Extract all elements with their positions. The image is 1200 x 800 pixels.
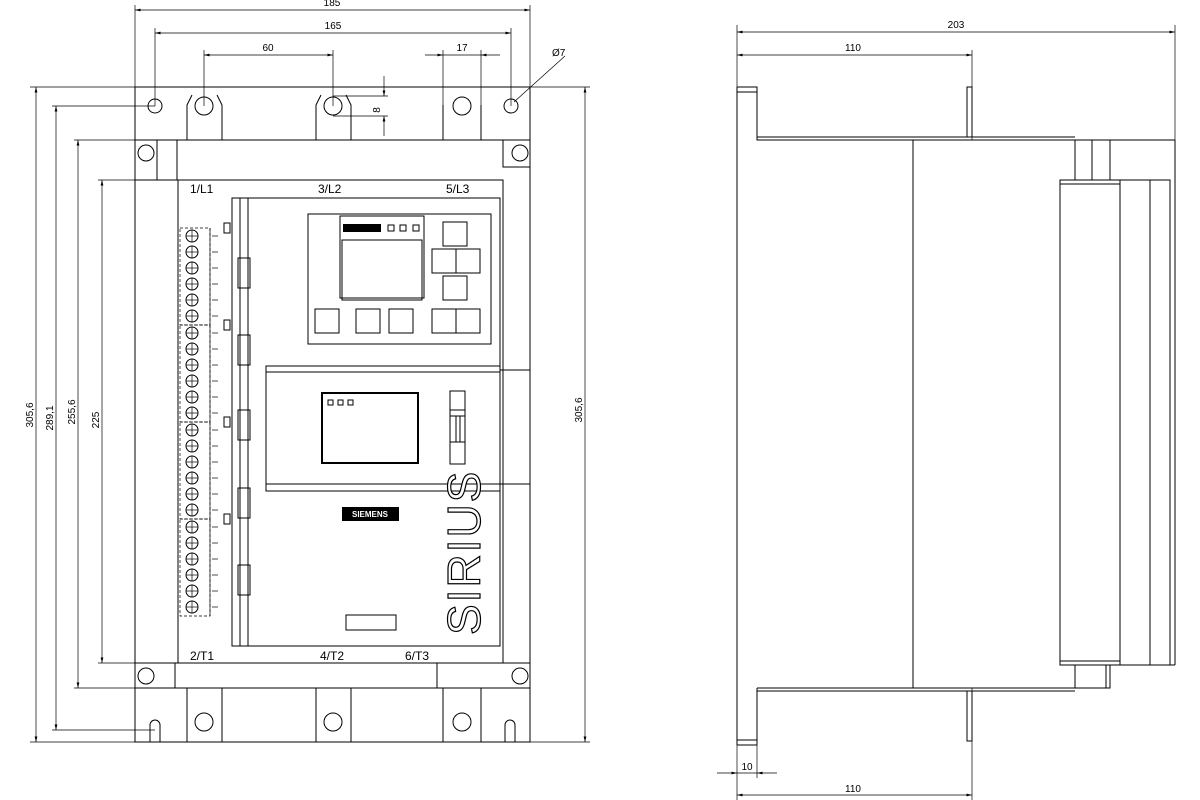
mounting-hole — [147, 98, 163, 114]
bottom-mounting-ears — [149, 688, 516, 742]
dimension-label: 185 — [324, 0, 341, 9]
dimension-203: 203 — [736, 20, 1176, 180]
side-view: 203 110 110 10 — [717, 20, 1176, 800]
hinge — [237, 334, 251, 366]
dimension-185: 185 — [134, 0, 531, 87]
logo-text: SIEMENS — [352, 510, 389, 519]
terminal-label-l1: 1/L1 — [190, 182, 214, 196]
terminal-hole — [194, 96, 214, 116]
key-1[interactable] — [314, 308, 340, 334]
hinge — [237, 564, 251, 596]
dimension-label: 10 — [741, 762, 753, 773]
dimension-hole-diameter: Ø7 — [513, 48, 566, 103]
terminal-label-t1: 2/T1 — [190, 649, 214, 663]
control-terminal-strip — [179, 222, 231, 617]
key-right[interactable] — [455, 248, 481, 274]
key-up[interactable] — [442, 221, 468, 247]
dimension-110-bottom: 110 — [736, 688, 973, 800]
dimension-8: 8 — [333, 76, 388, 136]
brand-text: SIRIUS — [438, 470, 490, 635]
key-left[interactable] — [431, 248, 457, 274]
dimension-305-left: 305,6 — [25, 86, 150, 743]
mounting-hole — [503, 98, 519, 114]
hinge — [237, 409, 251, 441]
dimension-110-top: 110 — [737, 43, 973, 140]
key-3[interactable] — [388, 308, 414, 334]
dimension-165: 165 — [154, 21, 512, 106]
dimension-label: 255,6 — [67, 399, 78, 424]
terminal-label-t2: 4/T2 — [320, 649, 344, 663]
hinge — [237, 487, 251, 519]
dimension-label: 110 — [845, 784, 861, 795]
dimension-10: 10 — [717, 688, 777, 778]
front-module-side — [1059, 179, 1171, 666]
key-4[interactable] — [431, 308, 457, 334]
dimension-17: 17 — [425, 43, 500, 140]
dimension-60: 60 — [203, 43, 334, 106]
dimension-289-left: 289,1 — [45, 105, 155, 731]
label-slot — [345, 614, 397, 631]
dimension-label: 225 — [91, 411, 102, 428]
status-indicator — [343, 224, 381, 232]
module-slider — [449, 390, 466, 465]
terminal-hole — [323, 96, 343, 116]
hinge — [237, 257, 251, 289]
dimension-label: 60 — [262, 43, 274, 54]
dimension-label: 305,6 — [25, 402, 36, 427]
dimension-label: 203 — [948, 20, 965, 31]
key-2[interactable] — [355, 308, 381, 334]
key-down[interactable] — [442, 275, 468, 301]
terminal-label-t3: 6/T3 — [405, 649, 429, 663]
display-screen — [341, 239, 423, 301]
display-module — [307, 213, 492, 345]
dimension-225-left: 225 — [91, 179, 135, 664]
dimension-255-left: 255,6 — [67, 139, 135, 689]
front-view: 185 165 60 17 Ø7 — [25, 0, 590, 743]
dimension-label: 17 — [456, 43, 468, 54]
dimension-label: 110 — [845, 43, 861, 54]
dimension-label: 8 — [372, 107, 383, 113]
terminal-label-l2: 3/L2 — [318, 182, 342, 196]
top-mounting-ears — [147, 94, 519, 140]
module-display — [321, 392, 419, 464]
housing — [134, 179, 504, 664]
dimension-label: 305,6 — [574, 397, 585, 422]
dimension-label: 289,1 — [45, 405, 56, 430]
dimension-label: 165 — [325, 21, 342, 32]
side-outline — [737, 86, 1076, 689]
key-5[interactable] — [455, 308, 481, 334]
dimension-305-right: 305,6 — [530, 86, 590, 743]
dimension-label: Ø7 — [552, 48, 566, 59]
terminal-hole — [452, 96, 472, 116]
siemens-logo — [342, 507, 399, 521]
terminal-label-l3: 5/L3 — [446, 182, 470, 196]
